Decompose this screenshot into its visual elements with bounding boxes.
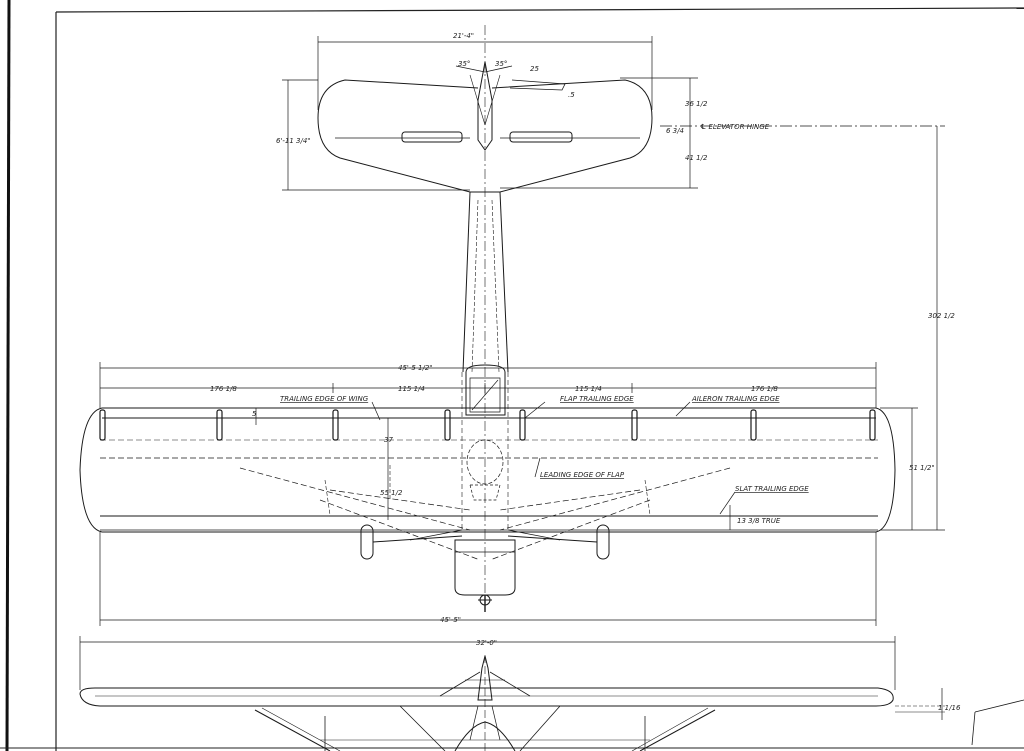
slat-trailing-label: SLAT TRAILING EDGE [735, 485, 809, 493]
cockpit-frame [469, 377, 501, 413]
wing-chord-right-label: 51 1/2" [909, 464, 935, 472]
wing-struts [239, 467, 731, 561]
dim-55: 55 1/2 [380, 489, 403, 497]
main-gear [360, 524, 610, 560]
trailing-edge-wing-label: TRAILING EDGE OF WING [280, 395, 369, 403]
seg4-label: 176 1/8 [751, 385, 778, 393]
fuselage-left [462, 191, 471, 373]
stab-dim-lower: 41 1/2 [685, 154, 708, 162]
front-span-label: 32'-0" [476, 639, 497, 647]
left-sheet-edge [5, 0, 11, 751]
aileron-trailing-label: AILERON TRAILING EDGE [691, 395, 780, 403]
labels: 21'-4" 35° 35° 25 .5 6'-11 3/4" 36 1/2 6… [210, 32, 961, 712]
horizontal-tail [317, 79, 653, 193]
elevator-horn [509, 79, 566, 91]
front-cowling [454, 721, 516, 751]
rudder-line-r [484, 74, 501, 126]
dimension-lines [79, 36, 945, 720]
front-struts [254, 709, 716, 751]
elevator-hinge-label: ℄ ELEVATOR HINGE [700, 123, 770, 131]
fuselage-length-label: 302 1/2 [928, 312, 955, 320]
stab-dim-upper: 36 1/2 [685, 100, 708, 108]
front-wing [79, 687, 894, 707]
engine-cowling [454, 539, 516, 596]
seg3-label: 115 1/4 [575, 385, 602, 393]
slat-true-label: 13 3/8 TRUE [737, 517, 781, 525]
flap-brackets [99, 409, 876, 441]
rudder-line-l [469, 74, 486, 126]
tail-angle-left: 35° [458, 60, 470, 68]
wing-span-bottom-label: 45'-5" [440, 616, 461, 624]
seg2-label: 115 1/4 [398, 385, 425, 393]
fuselage-inner-r [491, 199, 500, 373]
tail-chord-label: 6'-11 3/4" [276, 137, 311, 145]
fuselage-inner-l [471, 199, 479, 373]
seat-outline [469, 484, 501, 501]
leading-edge-flap-label: LEADING EDGE OF FLAP [540, 471, 625, 479]
fuselage-right [499, 191, 509, 373]
dim-37: 37 [384, 436, 393, 444]
tail-angle-right: 35° [495, 60, 507, 68]
wing-small-dim: 5 [252, 410, 257, 418]
tail-span-label: 21'-4" [453, 32, 474, 40]
frame-top [55, 7, 1024, 13]
tail-small-dim: 25 [530, 65, 539, 73]
tail-small-dim2: .5 [568, 91, 575, 99]
rudder-arc [455, 65, 513, 73]
fuel-tank [466, 439, 504, 485]
wing-span-top-label: 45'-5 1/2" [398, 364, 433, 372]
trim-tab-left [401, 131, 463, 143]
front-small-dim: 1 1/16 [938, 704, 961, 712]
flap-trailing-label: FLAP TRAILING EDGE [560, 395, 634, 403]
front-view [79, 655, 1024, 751]
plan-view [79, 25, 896, 612]
trim-tab-right [509, 131, 573, 143]
vertical-fin [477, 61, 493, 151]
seg1-label: 176 1/8 [210, 385, 237, 393]
cockpit-diagonal [471, 379, 499, 411]
front-fin [477, 655, 493, 701]
stab-dim-mid: 6 3/4 [666, 127, 684, 135]
